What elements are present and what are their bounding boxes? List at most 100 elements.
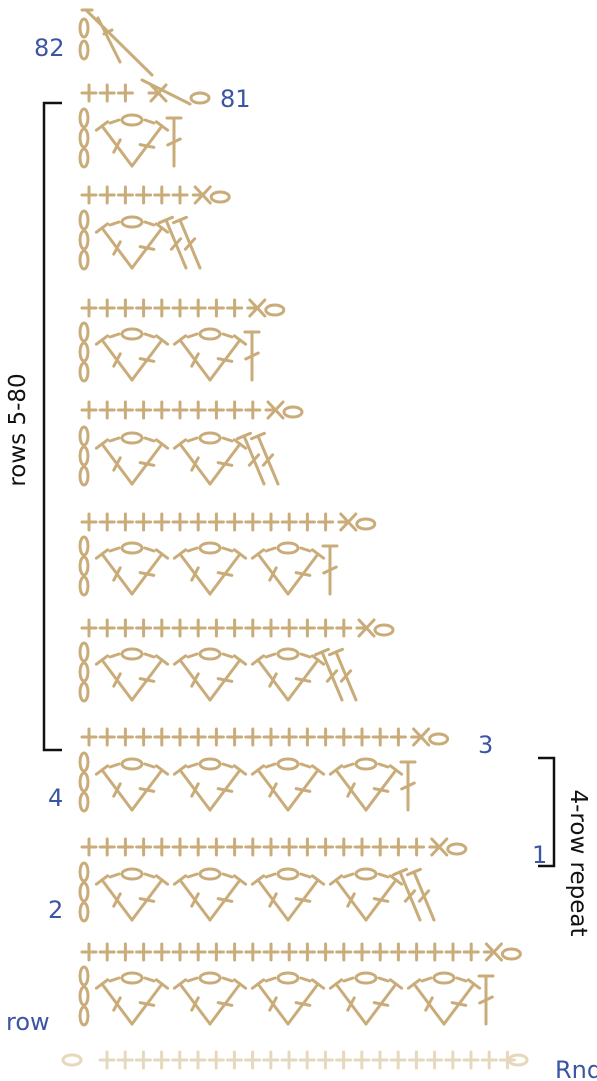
stroke — [346, 782, 356, 798]
single-crochet-icon — [153, 837, 171, 857]
stroke — [186, 652, 199, 659]
single-crochet-icon — [135, 837, 153, 857]
stroke — [232, 654, 248, 666]
single-crochet-icon — [207, 1050, 225, 1070]
double-crochet-icon — [406, 978, 446, 1026]
chain-loop — [373, 623, 395, 637]
single-crochet-icon — [135, 185, 153, 205]
stroke — [94, 978, 110, 990]
shell-group — [328, 757, 404, 812]
chain-loop — [78, 881, 90, 903]
stroke — [268, 892, 278, 908]
shell-group — [172, 541, 248, 596]
chain-stitch-icon — [209, 190, 231, 204]
chain-loop — [276, 867, 300, 881]
sc2tog-icon — [191, 185, 212, 205]
double-crochet-icon — [94, 654, 134, 702]
shell-group — [328, 971, 404, 1026]
chain-stitch-icon — [78, 107, 90, 129]
chain-loop — [78, 901, 90, 923]
stroke — [221, 652, 234, 659]
stroke — [94, 334, 110, 346]
stroke — [169, 237, 183, 251]
chain-loop — [198, 867, 222, 881]
chain-loop — [276, 971, 300, 985]
stroke — [112, 456, 122, 472]
stroke — [388, 874, 404, 886]
stroke — [154, 120, 170, 132]
double-crochet-icon — [94, 334, 134, 382]
double-crochet-icon — [165, 116, 183, 168]
double-crochet-icon — [250, 978, 290, 1026]
stroke — [377, 872, 390, 879]
double-crochet-icon — [208, 334, 248, 382]
single-crochet-icon — [407, 1050, 425, 1070]
single-crochet-icon — [171, 942, 189, 962]
stroke — [372, 1001, 390, 1007]
shell-group — [250, 867, 326, 922]
single-crochet-icon — [280, 942, 298, 962]
single-crochet-icon — [262, 727, 280, 747]
chain-stitch-icon — [78, 1005, 90, 1027]
stroke — [388, 978, 404, 990]
stroke — [108, 652, 121, 659]
chain-loop — [78, 641, 90, 663]
stroke — [112, 996, 122, 1012]
double-crochet-icon — [286, 654, 326, 702]
single-crochet-icon — [189, 727, 207, 747]
chain-loop — [354, 867, 378, 881]
chain-loop — [276, 757, 300, 771]
sc2tog-icon — [482, 942, 503, 962]
double-crochet-icon — [236, 431, 266, 486]
stroke — [417, 889, 431, 903]
single-crochet-icon — [116, 727, 134, 747]
single-crochet-icon — [171, 512, 189, 532]
double-crochet-icon — [286, 874, 326, 922]
single-crochet-icon — [189, 837, 207, 857]
stroke — [154, 654, 170, 666]
stroke — [190, 456, 200, 472]
single-crochet-icon — [280, 837, 298, 857]
single-crochet-icon — [298, 1050, 316, 1070]
chain-loop — [120, 757, 144, 771]
single-crochet-icon — [153, 727, 171, 747]
stroke — [377, 762, 390, 769]
chain-loop — [78, 861, 90, 883]
chain-loop — [78, 107, 90, 129]
single-crochet-icon — [226, 837, 244, 857]
double-crochet-icon — [172, 874, 212, 922]
single-crochet-icon — [134, 1050, 152, 1070]
single-crochet-icon — [280, 618, 298, 638]
chain-loop — [282, 405, 304, 419]
chain-loop — [78, 39, 90, 61]
row-82-stitches — [80, 8, 154, 77]
chain-loop — [120, 327, 144, 341]
double-crochet-icon — [286, 978, 326, 1026]
sc2tog-icon — [337, 512, 358, 532]
double-crochet-icon — [477, 974, 495, 1026]
double-crochet-icon — [243, 330, 261, 382]
stroke — [377, 976, 390, 983]
single-crochet-icon — [116, 618, 134, 638]
chain-loop — [354, 757, 378, 771]
single-crochet-icon — [98, 727, 116, 747]
chain-stitch-icon — [78, 771, 90, 793]
chain-stitch-icon — [78, 985, 90, 1007]
stroke — [328, 874, 344, 886]
chain-stitch-icon — [78, 17, 90, 39]
stroke — [186, 872, 199, 879]
chain-loop — [78, 147, 90, 169]
double-crochet-icon — [250, 764, 290, 812]
single-crochet-icon — [116, 1050, 134, 1070]
stroke — [94, 548, 110, 560]
stroke — [264, 762, 277, 769]
stroke — [328, 978, 344, 990]
shell-group — [94, 971, 170, 1026]
stroke — [388, 764, 404, 776]
stroke — [166, 137, 182, 147]
double-crochet-icon — [208, 548, 248, 596]
single-crochet-icon — [153, 942, 171, 962]
stroke — [158, 215, 174, 225]
stroke — [216, 571, 234, 577]
chain-stitch-icon — [78, 881, 90, 903]
